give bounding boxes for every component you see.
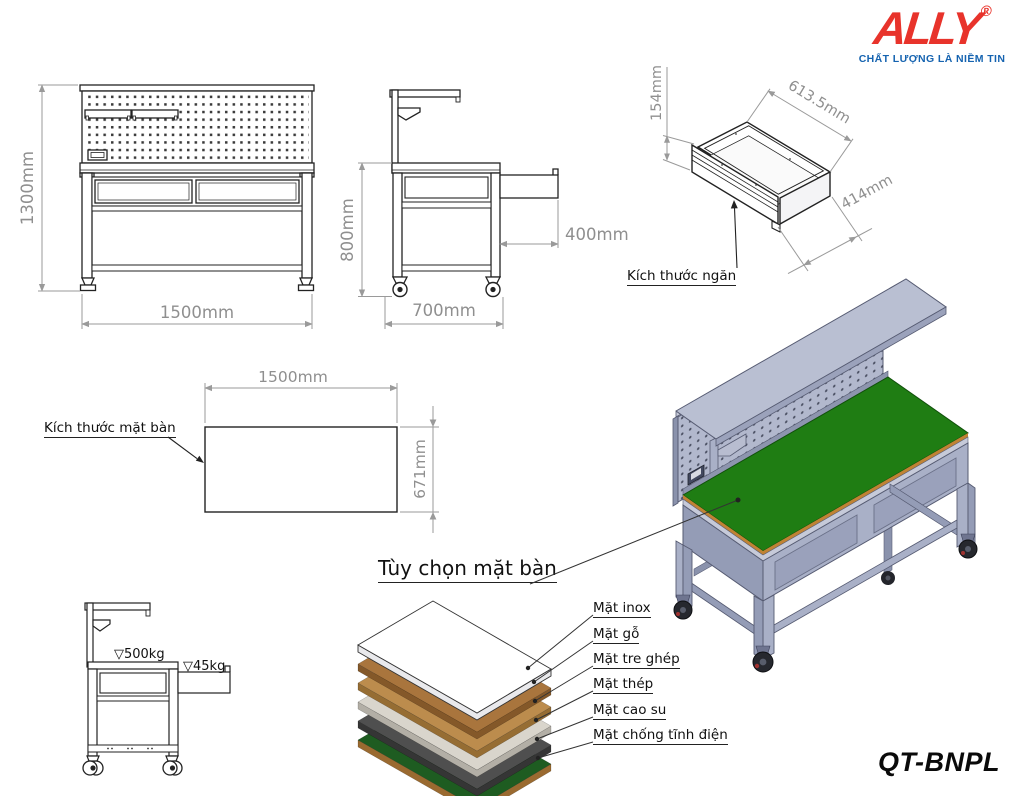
tabletop-label-leader: [167, 436, 204, 463]
front-width-dim: 1500mm: [160, 303, 234, 322]
drawer-height-dim: 154mm: [649, 65, 665, 121]
layer-inox: [357, 600, 552, 721]
drawer-label-leader: [730, 200, 738, 269]
tabletop-dimensions: [204, 383, 439, 533]
front-view-bench: [79, 84, 315, 292]
drawer-width-dim: 613.5mm: [785, 78, 853, 128]
layer-label-bamboo: Mặt tre ghép: [593, 651, 680, 669]
ally-logo-tagline: CHẤT LƯỢNG LÀ NIỀM TIN: [858, 53, 1006, 65]
bench-3d-render: [672, 278, 978, 673]
model-code: QT-BNPL: [878, 747, 1000, 777]
tabletop-load-rating: ▽500kg: [114, 647, 165, 662]
pegboard-holes: [86, 95, 309, 160]
side-height-dim: 800mm: [338, 198, 357, 262]
tabletop-label: Kích thước mặt bàn: [44, 420, 176, 438]
layer-leaders: [525, 614, 594, 761]
tabletop-options-title: Tùy chọn mặt bàn: [378, 556, 557, 583]
extension-load-rating: ▽45kg: [183, 659, 225, 674]
bench-apron-drawers: [682, 442, 969, 602]
front-view-drawing: 1300mm 1500mm: [18, 84, 315, 329]
options-title-leader: [529, 497, 741, 585]
drawer-dimensions: [662, 67, 873, 275]
drawer-box: [691, 121, 832, 233]
side-view-dimensions: [358, 162, 559, 329]
bench-worktop: [682, 370, 969, 562]
drawer-iso-drawing: 154mm 613.5mm 414mm: [649, 65, 896, 275]
drawer-front-1: [774, 514, 858, 591]
front-view-dimensions: [38, 84, 313, 329]
registered-mark: ®: [979, 3, 993, 20]
side-view-drawing: 800mm 700mm 400mm: [338, 89, 629, 329]
load-view-bench: [82, 602, 231, 776]
tabletop-outline: [204, 426, 398, 513]
load-rating-drawing: ▽500kg ▽45kg: [82, 602, 231, 776]
side-extension-dim: 400mm: [565, 225, 629, 244]
tabletop-options-stack: [357, 600, 594, 796]
ally-logo-brand: ALLY®: [871, 2, 993, 54]
layer-label-inox: Mặt inox: [593, 600, 651, 618]
front-height-dim: 1300mm: [18, 151, 37, 225]
drawer-depth-dim: 414mm: [839, 172, 896, 213]
side-view-bench: [389, 89, 559, 298]
pullout-extension: [499, 174, 559, 199]
drawer-front-2: [873, 457, 957, 534]
tabletop-depth-dim: 671mm: [411, 439, 429, 499]
layer-label-antistatic: Mặt chống tĩnh điện: [593, 727, 728, 745]
side-depth-dim: 700mm: [412, 301, 476, 320]
bench-casters: [673, 533, 978, 673]
tabletop-plan-drawing: 1500mm 671mm: [167, 368, 439, 533]
layer-label-steel: Mặt thép: [593, 676, 654, 694]
stack-layers: [357, 600, 552, 796]
layer-label-rubber: Mặt cao su: [593, 702, 667, 720]
tabletop-width-dim: 1500mm: [258, 368, 328, 386]
drawer-label: Kích thước ngăn: [627, 268, 737, 286]
ally-logo: ALLY® CHẤT LƯỢNG LÀ NIỀM TIN: [850, 2, 1014, 65]
layer-label-wood: Mặt gỗ: [593, 626, 640, 644]
